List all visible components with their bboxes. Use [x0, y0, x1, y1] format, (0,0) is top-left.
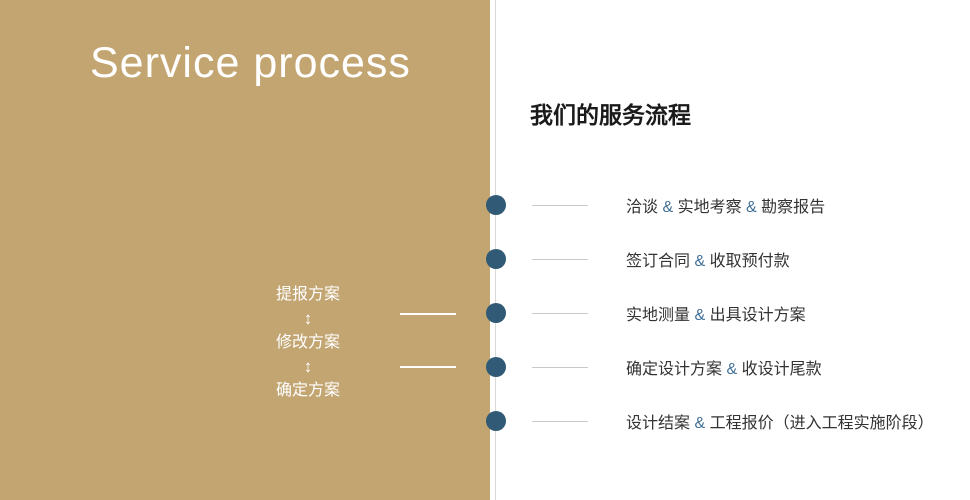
- row-connector-line: [532, 366, 588, 368]
- flow-step: 确定方案: [275, 382, 340, 399]
- process-step-text: 洽谈 & 实地考察 & 勘察报告: [626, 199, 826, 216]
- ampersand: &: [658, 199, 678, 216]
- updown-arrow-icon: ↕: [303, 309, 313, 328]
- ampersand: &: [741, 199, 762, 216]
- page-title: Service process: [90, 39, 411, 87]
- flow-step: 提报方案: [275, 286, 340, 303]
- ampersand: &: [690, 415, 710, 432]
- process-step-text: 签订合同 & 收取预付款: [626, 253, 790, 270]
- row-connector-line: [532, 312, 588, 314]
- ampersand: &: [722, 361, 742, 378]
- flow-step: 修改方案: [275, 334, 340, 351]
- timeline-dot-icon: [486, 249, 506, 269]
- timeline-dot-icon: [486, 195, 506, 215]
- process-step-row: 实地测量 & 出具设计方案: [486, 286, 970, 340]
- process-step-row: 确定设计方案 & 收设计尾款: [486, 340, 970, 394]
- ampersand: &: [690, 253, 710, 270]
- flow-connector-line: [400, 313, 456, 315]
- updown-arrow-icon: ↕: [303, 357, 313, 376]
- timeline-dot-icon: [486, 303, 506, 323]
- process-step-row: 签订合同 & 收取预付款: [486, 232, 970, 286]
- row-connector-line: [532, 420, 588, 422]
- ampersand: &: [690, 307, 710, 324]
- process-step-text: 实地测量 & 出具设计方案: [626, 307, 806, 324]
- row-connector-line: [532, 204, 588, 206]
- timeline-dot-icon: [486, 411, 506, 431]
- revision-flow: 提报方案 ↕ 修改方案 ↕ 确定方案: [253, 283, 363, 403]
- process-step-row: 洽谈 & 实地考察 & 勘察报告: [486, 178, 970, 232]
- timeline-dot-icon: [486, 357, 506, 377]
- flow-connector-line: [400, 366, 456, 368]
- row-connector-line: [532, 258, 588, 260]
- process-rows: 洽谈 & 实地考察 & 勘察报告签订合同 & 收取预付款实地测量 & 出具设计方…: [486, 178, 970, 448]
- left-panel: Service process 提报方案 ↕ 修改方案 ↕ 确定方案: [0, 0, 490, 500]
- section-heading: 我们的服务流程: [530, 102, 691, 128]
- right-panel: 我们的服务流程: [496, 0, 970, 500]
- process-step-text: 确定设计方案 & 收设计尾款: [626, 361, 822, 378]
- process-step-text: 设计结案 & 工程报价（进入工程实施阶段）: [626, 415, 934, 432]
- process-step-row: 设计结案 & 工程报价（进入工程实施阶段）: [486, 394, 970, 448]
